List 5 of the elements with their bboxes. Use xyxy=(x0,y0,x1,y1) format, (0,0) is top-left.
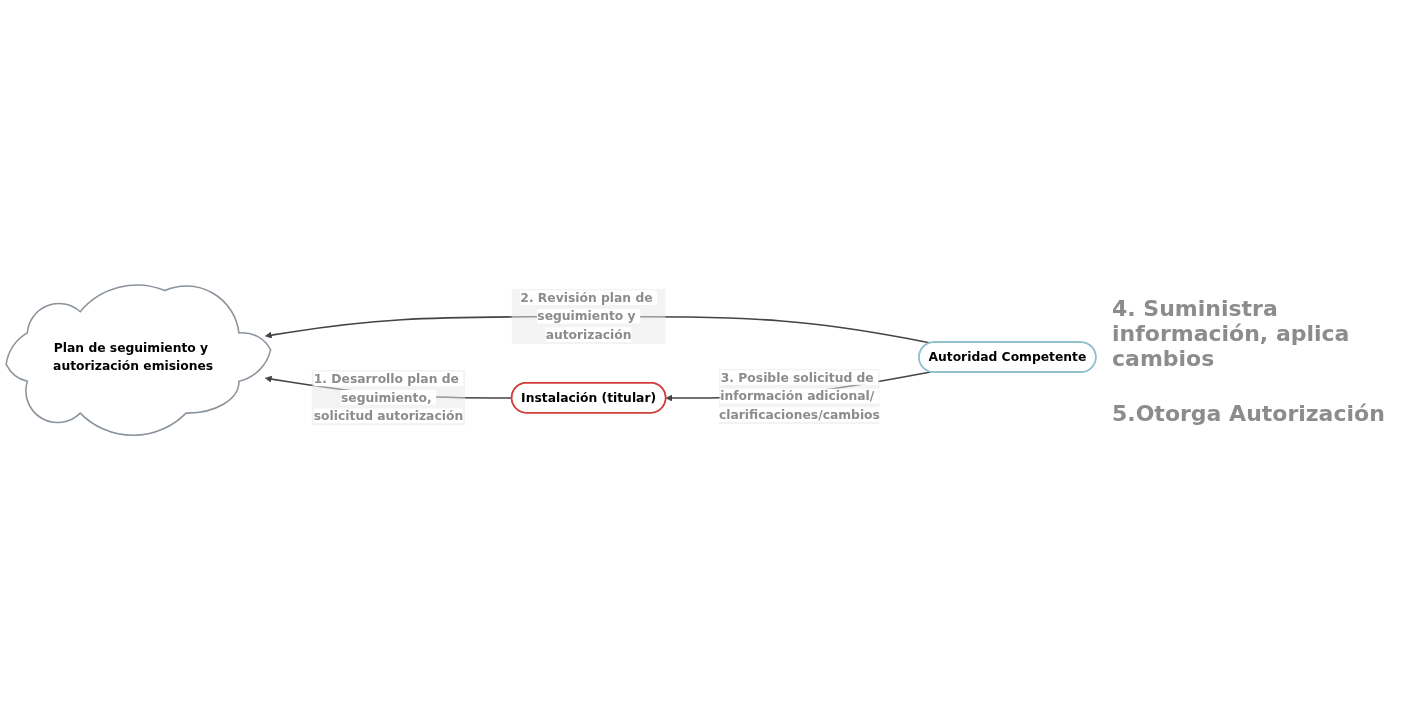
edge-label: 2. Revisión plan de seguimiento y autorización xyxy=(520,290,653,343)
note-text: 4. Suministra información, aplica cambios xyxy=(1112,295,1351,371)
note-text: 5.Otorga Autorización xyxy=(1112,400,1386,426)
edge-label: 1. Desarrollo plan de seguimiento, solicitud autorización xyxy=(313,371,464,424)
edge-label: 3. Posible solicitud de información adicional/ clarificaciones/cambios xyxy=(718,370,880,423)
